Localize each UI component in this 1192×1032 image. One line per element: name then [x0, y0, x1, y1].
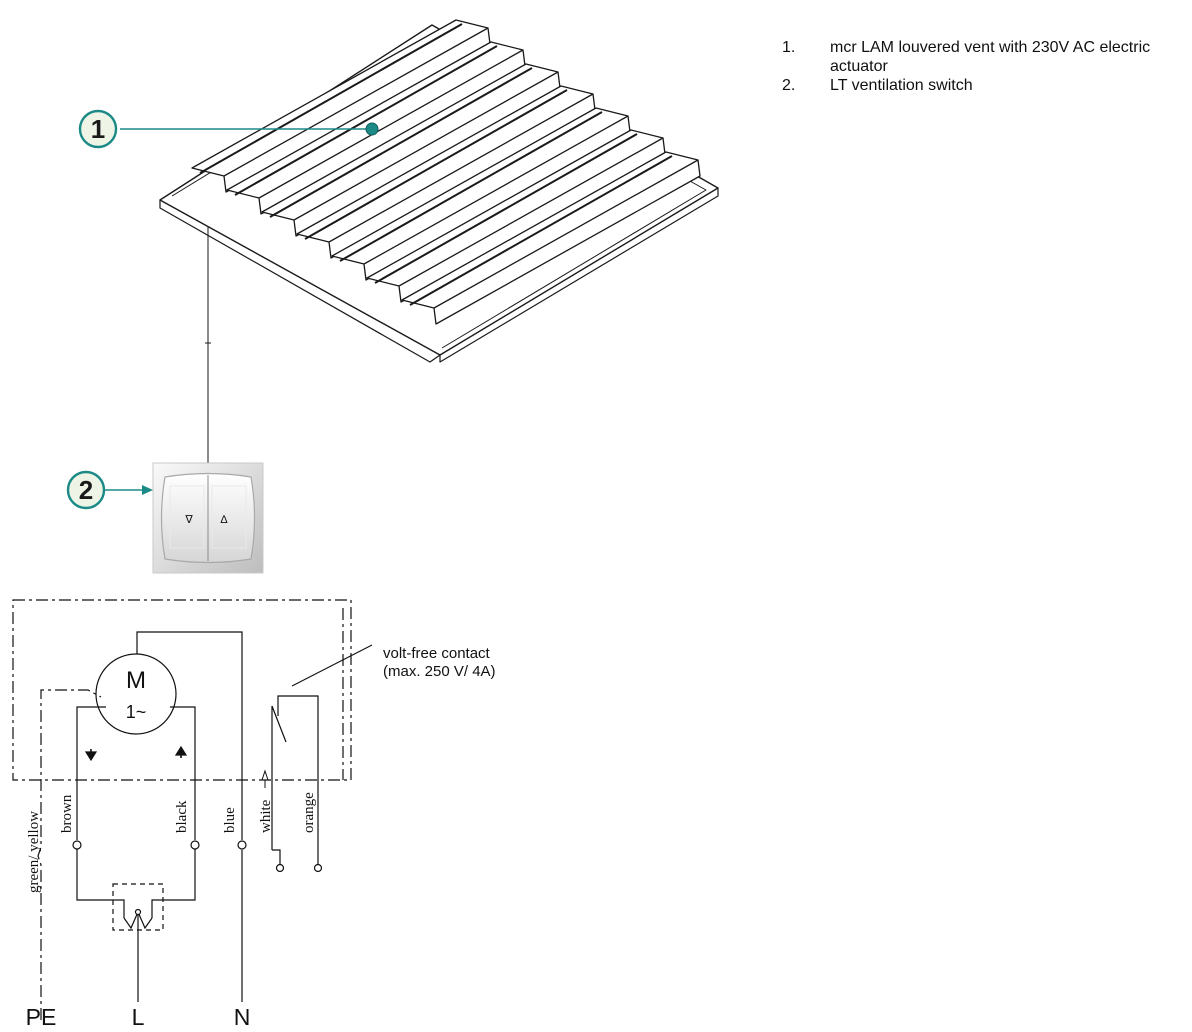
contact-note-line1: volt-free contact [383, 645, 491, 662]
callout-2-label: 2 [79, 475, 93, 505]
legend-item-2-number: 2. [782, 77, 796, 94]
vent-slat-edge [374, 133, 638, 284]
vent-slat-edge [269, 67, 533, 218]
vent-slat-edge [234, 45, 498, 196]
legend-item-2: 2. LT ventilation switch [782, 76, 1192, 95]
vent-slat-edge [199, 23, 463, 174]
electrical-schematic [12, 599, 373, 1020]
wire-label-orange: orange [301, 792, 317, 833]
wire-label-black: black [174, 800, 190, 833]
switch-up-icon: ∆ [221, 514, 228, 526]
wire-label-green-yellow: green/ yellow [26, 811, 42, 893]
louvered-vent-illustration [159, 19, 719, 363]
legend-item-1-text: mcr LAM louvered vent with 230V AC elect… [830, 39, 1151, 75]
wire-label-brown: brown [59, 794, 75, 833]
vent-slat-edge [304, 89, 568, 240]
switch-down-icon: ∇ [184, 514, 193, 526]
vent-slat-edge [409, 155, 673, 306]
lt-ventilation-switch: ∇ ∆ [152, 462, 264, 574]
motor-phase-label: 1~ [126, 702, 147, 722]
terminal-pe: PE [26, 1004, 57, 1030]
wire-label-blue: blue [222, 807, 238, 833]
contact-note-line2: (max. 250 V/ 4A) [383, 663, 496, 680]
motor-label: M [126, 667, 146, 694]
legend-item-2-text: LT ventilation switch [830, 77, 973, 94]
vent-slat-edge [339, 111, 603, 262]
callout-2: 2 [66, 470, 153, 510]
legend: 1. mcr LAM louvered vent with 230V AC el… [782, 38, 1192, 95]
terminal-n: N [234, 1004, 251, 1030]
callout-1-label: 1 [91, 114, 105, 144]
legend-item-1-number: 1. [782, 39, 796, 56]
callout-1: 1 [78, 109, 379, 149]
vent-slat [401, 151, 701, 325]
legend-item-1: 1. mcr LAM louvered vent with 230V AC el… [782, 38, 1192, 76]
vent-slats [191, 19, 701, 325]
terminal-l: L [132, 1004, 145, 1030]
cable [205, 226, 211, 464]
wire-label-white: white [258, 799, 274, 833]
